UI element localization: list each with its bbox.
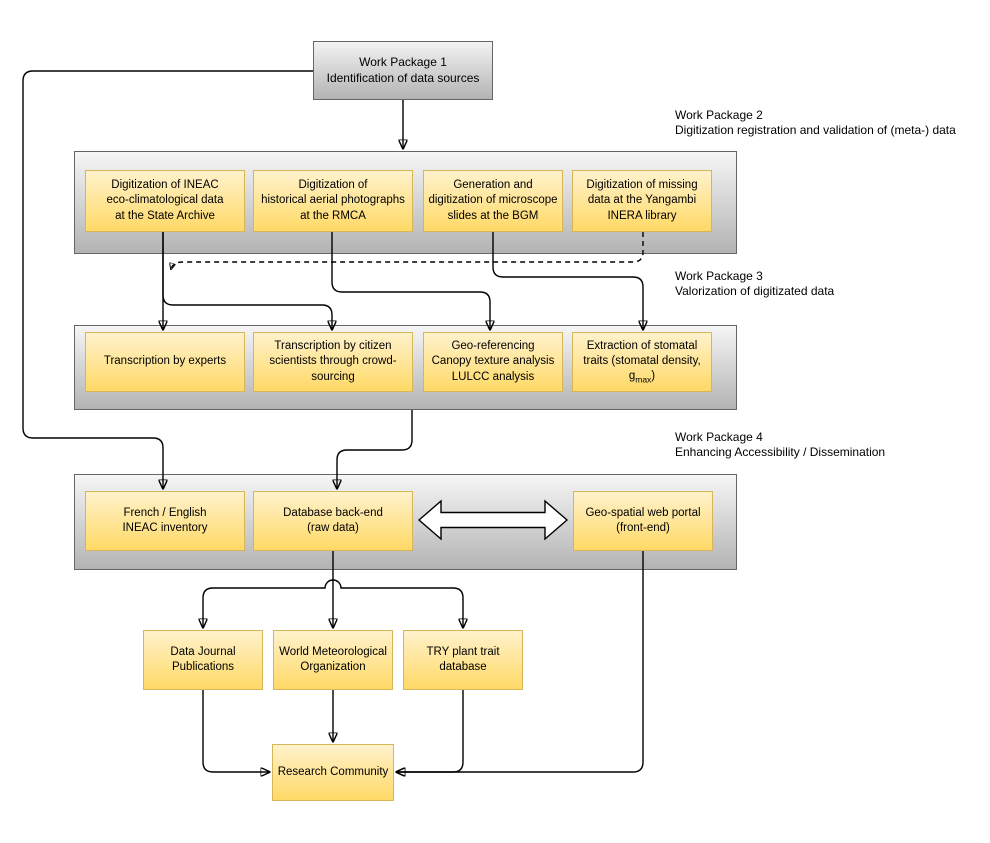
stomatal-subscript: max	[635, 374, 652, 385]
connector-try-to-rc	[397, 690, 464, 772]
wp3-box-experts-label: Transcription by experts	[103, 355, 227, 368]
wp3-box-stomatal: Extraction of stomatal traits (stomatal …	[572, 332, 712, 392]
wp4-box-inventory: French / English INEAC inventory	[85, 491, 245, 551]
wp3-box-georeferencing: Geo-referencing Canopy texture analysis …	[423, 332, 563, 392]
wp2-box-rmca-label: Digitization of historical aerial photog…	[261, 179, 405, 222]
wp4-box-inventory-label: French / English INEAC inventory	[122, 506, 208, 534]
connector-database-branch	[203, 579, 463, 627]
wp3-box-experts: Transcription by experts	[85, 332, 245, 392]
wp2-box-state-archive-label: Digitization of INEAC eco-climatological…	[106, 179, 224, 222]
output-box-try: TRY plant trait database	[403, 630, 523, 690]
wp3-box-georeferencing-label: Geo-referencing Canopy texture analysis …	[431, 340, 555, 383]
wp1-label: Work Package 1 Identification of data so…	[326, 54, 480, 85]
wp2-title: Work Package 2 Digitization registration…	[675, 108, 956, 137]
output-box-publications: Data Journal Publications	[143, 630, 263, 690]
stomatal-text: Extraction of stomatal traits (stomatal …	[583, 339, 701, 382]
wp3-title: Work Package 3 Valorization of digitizat…	[675, 269, 835, 298]
wp4-box-database: Database back-end (raw data)	[253, 491, 413, 551]
wp2-box-bgm: Generation and digitization of microscop…	[423, 170, 563, 232]
connector-publications-to-rc	[202, 690, 269, 772]
research-community-label: Research Community	[277, 765, 389, 778]
wp4-box-database-label: Database back-end (raw data)	[283, 506, 383, 534]
wp3-box-crowdsourcing-label: Transcription by citizen scientists thro…	[269, 340, 397, 383]
stomatal-text-close: )	[651, 369, 656, 382]
research-community-box: Research Community	[272, 744, 394, 801]
wp2-box-yangambi-label: Digitization of missing data at the Yang…	[586, 179, 698, 222]
wp4-box-webportal: Geo-spatial web portal (front-end)	[573, 491, 713, 551]
wp2-box-bgm-label: Generation and digitization of microscop…	[428, 179, 558, 222]
wp1-box: Work Package 1 Identification of data so…	[313, 41, 493, 100]
wp2-box-state-archive: Digitization of INEAC eco-climatological…	[85, 170, 245, 232]
wp4-title: Work Package 4 Enhancing Accessibility /…	[675, 430, 886, 459]
output-box-try-label: TRY plant trait database	[426, 645, 500, 673]
output-box-publications-label: Data Journal Publications	[170, 645, 236, 673]
wp4-box-webportal-label: Geo-spatial web portal (front-end)	[585, 506, 701, 534]
wp3-box-crowdsourcing: Transcription by citizen scientists thro…	[253, 332, 413, 392]
wp2-box-yangambi: Digitization of missing data at the Yang…	[572, 170, 712, 232]
connector-wp1-to-inventory	[22, 70, 313, 488]
wp2-box-rmca: Digitization of historical aerial photog…	[253, 170, 413, 232]
output-box-wmo: World Meteorological Organization	[273, 630, 393, 690]
wp3-box-stomatal-label: Extraction of stomatal traits (stomatal …	[583, 339, 700, 386]
output-box-wmo-label: World Meteorological Organization	[279, 645, 387, 673]
